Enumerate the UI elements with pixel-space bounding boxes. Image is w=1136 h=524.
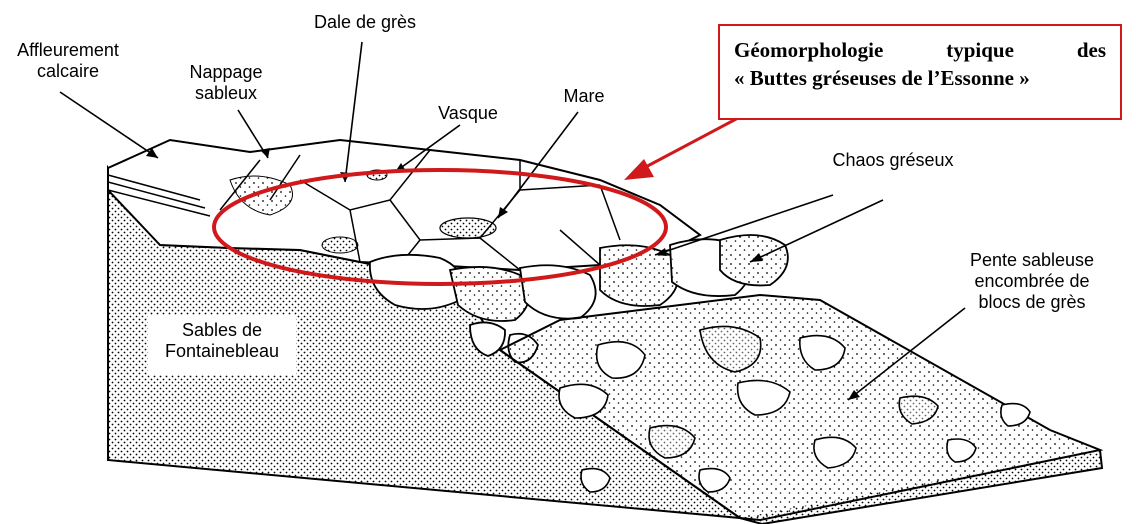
arrow-affleurement [60,92,158,158]
label-pente-line1: Pente sableuse [958,250,1106,271]
label-pente-line2: encombrée de [958,271,1106,292]
label-dalle: Dale de grès [300,12,430,33]
label-sables-line1: Sables de [150,320,294,341]
title-line2: « Buttes gréseuses de l’Essonne » [734,64,1106,92]
label-pente-line3: blocs de grès [958,292,1106,313]
label-mare: Mare [552,86,616,107]
label-affleurement: Affleurement calcaire [6,40,130,82]
highlight-arrow-head [624,159,654,180]
label-chaos: Chaos gréseux [818,150,968,171]
label-pente: Pente sableuse encombrée de blocs de grè… [958,250,1106,313]
label-affleurement-line2: calcaire [6,61,130,82]
highlight-arrow-line [640,118,738,170]
label-sables-line2: Fontainebleau [150,341,294,362]
label-sables: Sables de Fontainebleau [150,320,294,362]
label-nappage-line2: sableux [178,83,274,104]
label-nappage-line1: Nappage [178,62,274,83]
label-affleurement-line1: Affleurement [6,40,130,61]
arrow-chaos-2 [750,200,883,262]
label-vasque: Vasque [430,103,506,124]
label-nappage: Nappage sableux [178,62,274,104]
title-box: Géomorphologie typique des « Buttes grés… [718,24,1122,120]
title-line1: Géomorphologie typique des [734,36,1106,64]
